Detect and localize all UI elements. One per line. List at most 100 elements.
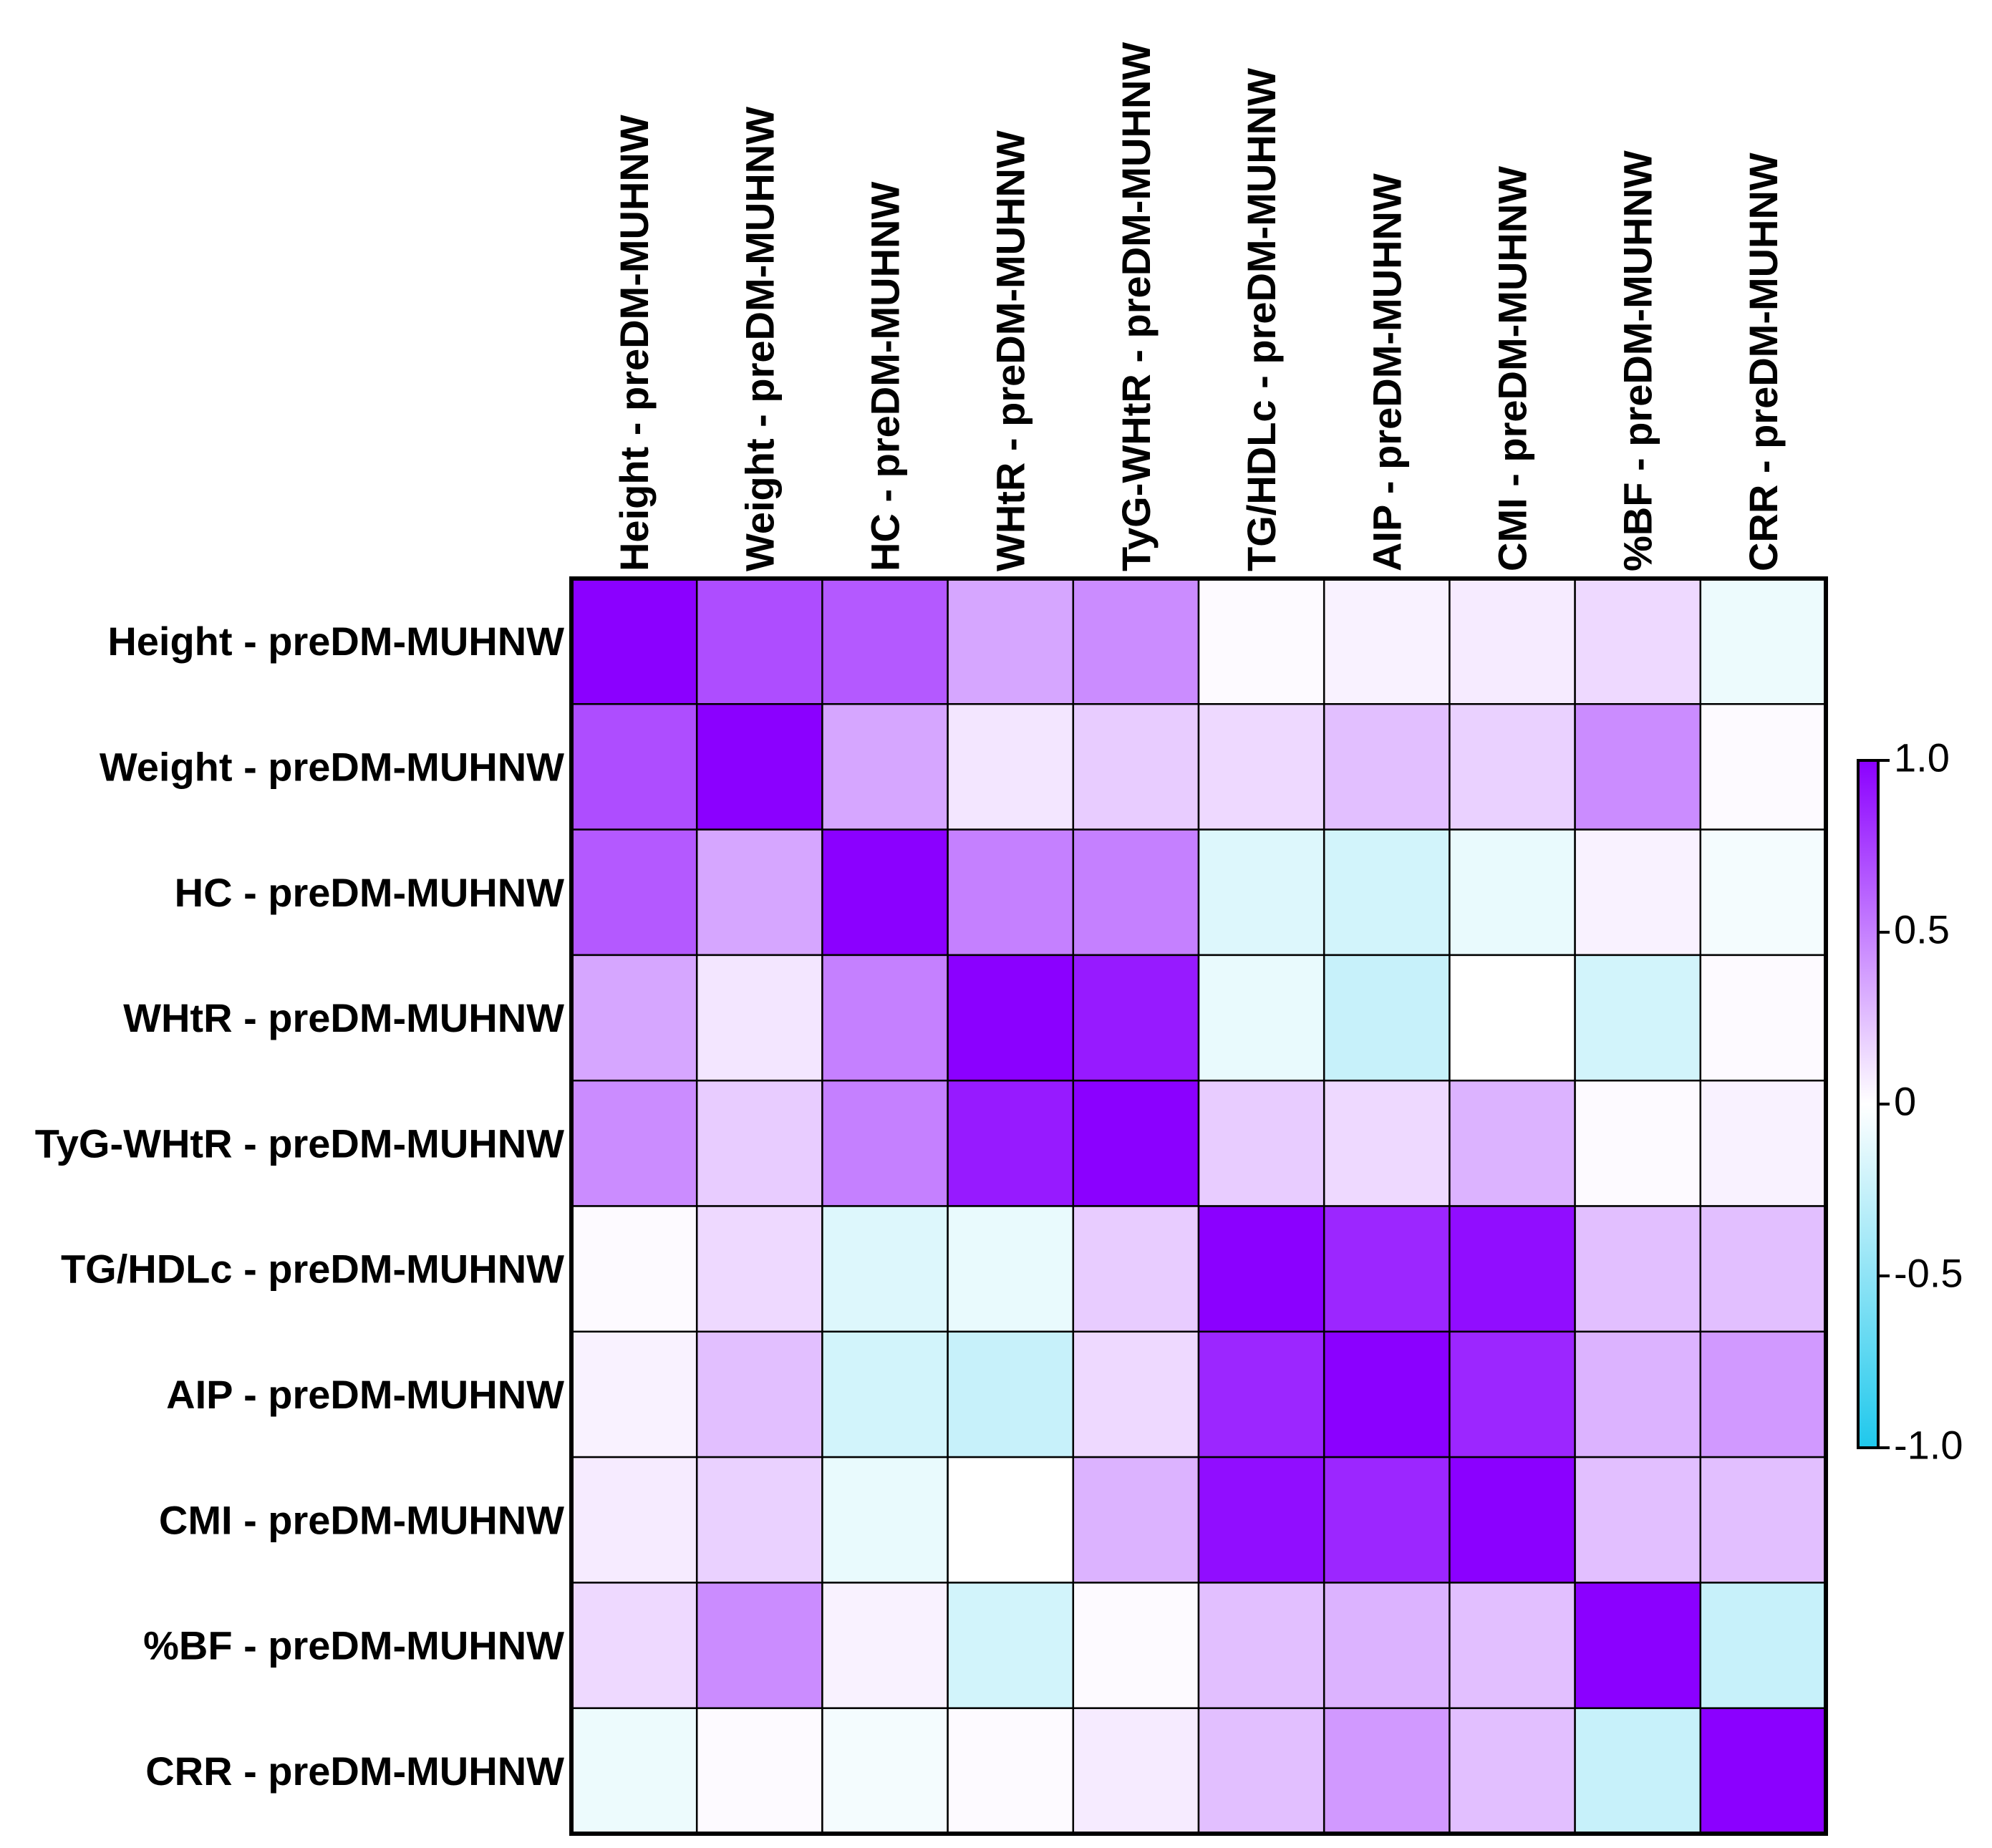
heatmap-cell-r6-c8 (1574, 1330, 1702, 1458)
heatmap-cells (570, 577, 1827, 1835)
heatmap-cell-r8-c9 (1699, 1582, 1827, 1709)
colorbar-tick-label: 0 (1894, 1079, 1916, 1124)
heatmap-cell-r8-c6 (1323, 1582, 1451, 1709)
heatmap-cell-r2-c4 (1072, 828, 1200, 957)
heatmap-cell-r2-c3 (947, 828, 1075, 957)
heatmap-cell-r7-c2 (821, 1456, 949, 1584)
heatmap-cell-r6-c9 (1699, 1330, 1827, 1458)
heatmap-cell-r8-c2 (821, 1582, 949, 1709)
heatmap-cell-r2-c9 (1699, 828, 1827, 957)
heatmap-cell-r9-c6 (1323, 1707, 1451, 1835)
heatmap-cell-r6-c1 (695, 1330, 823, 1458)
colorbar-tick-label: 1.0 (1894, 735, 1950, 780)
column-label-aip-predm-muhnw: AIP - preDM-MUHNW (1364, 173, 1409, 571)
heatmap-cell-r8-c4 (1072, 1582, 1200, 1709)
heatmap-cell-r4-c1 (695, 1079, 823, 1207)
heatmap-cell-r1-c6 (1323, 703, 1451, 831)
row-label-height-predm-muhnw: Height - preDM-MUHNW (107, 619, 564, 664)
heatmap-cell-r7-c6 (1323, 1456, 1451, 1584)
heatmap-cell-r8-c1 (695, 1582, 823, 1709)
heatmap-cell-r4-c0 (570, 1079, 698, 1207)
row-label-bf-predm-muhnw: %BF - preDM-MUHNW (143, 1623, 564, 1668)
heatmap-cell-r7-c3 (947, 1456, 1075, 1584)
heatmap-cell-r7-c1 (695, 1456, 823, 1584)
heatmap-cell-r9-c0 (570, 1707, 698, 1835)
heatmap-cell-r0-c5 (1197, 577, 1325, 705)
heatmap-cell-r5-c5 (1197, 1205, 1325, 1333)
row-labels: Height - preDM-MUHNW Weight - preDM-MUHNW… (35, 619, 564, 1794)
heatmap-cell-r1-c2 (821, 703, 949, 831)
heatmap-cell-r7-c8 (1574, 1456, 1702, 1584)
heatmap-cell-r7-c0 (570, 1456, 698, 1584)
heatmap-cell-r3-c8 (1574, 954, 1702, 1082)
column-label-bf-predm-muhnw: %BF - preDM-MUHNW (1615, 150, 1660, 571)
heatmap-cell-r2-c7 (1449, 828, 1576, 957)
heatmap-cell-r0-c0 (570, 577, 698, 705)
heatmap-cell-r3-c9 (1699, 954, 1827, 1082)
heatmap-cell-r9-c1 (695, 1707, 823, 1835)
heatmap-cell-r4-c6 (1323, 1079, 1451, 1207)
column-label-tg-hdlc-predm-muhnw: TG/HDLc - preDM-MUHNW (1239, 68, 1284, 571)
heatmap-cell-r1-c0 (570, 703, 698, 831)
heatmap-cell-r0-c1 (695, 577, 823, 705)
row-label-weight-predm-muhnw: Weight - preDM-MUHNW (100, 744, 564, 789)
heatmap-cell-r3-c5 (1197, 954, 1325, 1082)
heatmap-cell-r9-c2 (821, 1707, 949, 1835)
heatmap-cell-r0-c6 (1323, 577, 1451, 705)
column-label-weight-predm-muhnw: Weight - preDM-MUHNW (737, 107, 782, 571)
heatmap-cell-r1-c4 (1072, 703, 1200, 831)
colorbar-tick-label: -1.0 (1894, 1423, 1963, 1468)
colorbar-ticks: 1.00.50-0.5-1.0 (1878, 735, 1963, 1468)
heatmap-cell-r4-c4 (1072, 1079, 1200, 1207)
heatmap-cell-r4-c8 (1574, 1079, 1702, 1207)
column-labels: Height - preDM-MUHNW Weight - preDM-MUHNW… (611, 42, 1786, 571)
heatmap-cell-r5-c3 (947, 1205, 1075, 1333)
heatmap-cell-r5-c1 (695, 1205, 823, 1333)
heatmap-cell-r2-c2 (821, 828, 949, 957)
heatmap-cell-r1-c5 (1197, 703, 1325, 831)
heatmap-cell-r6-c4 (1072, 1330, 1200, 1458)
heatmap-cell-r9-c5 (1197, 1707, 1325, 1835)
heatmap-cell-r5-c7 (1449, 1205, 1576, 1333)
heatmap-cell-r3-c3 (947, 954, 1075, 1082)
heatmap-cell-r5-c8 (1574, 1205, 1702, 1333)
heatmap-cell-r1-c1 (695, 703, 823, 831)
heatmap-cell-r4-c9 (1699, 1079, 1827, 1207)
heatmap-cell-r2-c0 (570, 828, 698, 957)
heatmap-cell-r0-c7 (1449, 577, 1576, 705)
heatmap-cell-r1-c3 (947, 703, 1075, 831)
heatmap-cell-r1-c8 (1574, 703, 1702, 831)
colorbar: 1.00.50-0.5-1.0 (1857, 735, 1963, 1468)
heatmap-cell-r6-c0 (570, 1330, 698, 1458)
heatmap-cell-r9-c9 (1699, 1707, 1827, 1835)
heatmap-cell-r6-c5 (1197, 1330, 1325, 1458)
row-label-tyg-whtr-predm-muhnw: TyG-WHtR - preDM-MUHNW (35, 1121, 564, 1166)
heatmap-frame (569, 576, 1828, 1836)
heatmap-cell-r9-c7 (1449, 1707, 1576, 1835)
row-label-hc-predm-muhnw: HC - preDM-MUHNW (175, 870, 565, 915)
heatmap-cell-r5-c9 (1699, 1205, 1827, 1333)
heatmap-cell-r4-c3 (947, 1079, 1075, 1207)
row-label-whtr-predm-muhnw: WHtR - preDM-MUHNW (123, 995, 564, 1040)
heatmap-cell-r4-c5 (1197, 1079, 1325, 1207)
heatmap-cell-r6-c3 (947, 1330, 1075, 1458)
column-label-height-predm-muhnw: Height - preDM-MUHNW (611, 115, 657, 571)
heatmap-cell-r0-c8 (1574, 577, 1702, 705)
heatmap-cell-r1-c7 (1449, 703, 1576, 831)
heatmap-cell-r2-c8 (1574, 828, 1702, 957)
heatmap-cell-r6-c6 (1323, 1330, 1451, 1458)
heatmap-cell-r9-c8 (1574, 1707, 1702, 1835)
column-label-cmi-predm-muhnw: CMI - preDM-MUHNW (1490, 166, 1535, 571)
heatmap-cell-r3-c0 (570, 954, 698, 1082)
heatmap-cell-r8-c3 (947, 1582, 1075, 1709)
heatmap-cell-r5-c0 (570, 1205, 698, 1333)
heatmap-cell-r2-c6 (1323, 828, 1451, 957)
heatmap-cell-r8-c8 (1574, 1582, 1702, 1709)
heatmap-cell-r9-c3 (947, 1707, 1075, 1835)
heatmap-cell-r6-c2 (821, 1330, 949, 1458)
colorbar-tick-label: 0.5 (1894, 907, 1950, 952)
heatmap-cell-r8-c7 (1449, 1582, 1576, 1709)
heatmap-cell-r6-c7 (1449, 1330, 1576, 1458)
heatmap-cell-r5-c6 (1323, 1205, 1451, 1333)
heatmap-cell-r1-c9 (1699, 703, 1827, 831)
